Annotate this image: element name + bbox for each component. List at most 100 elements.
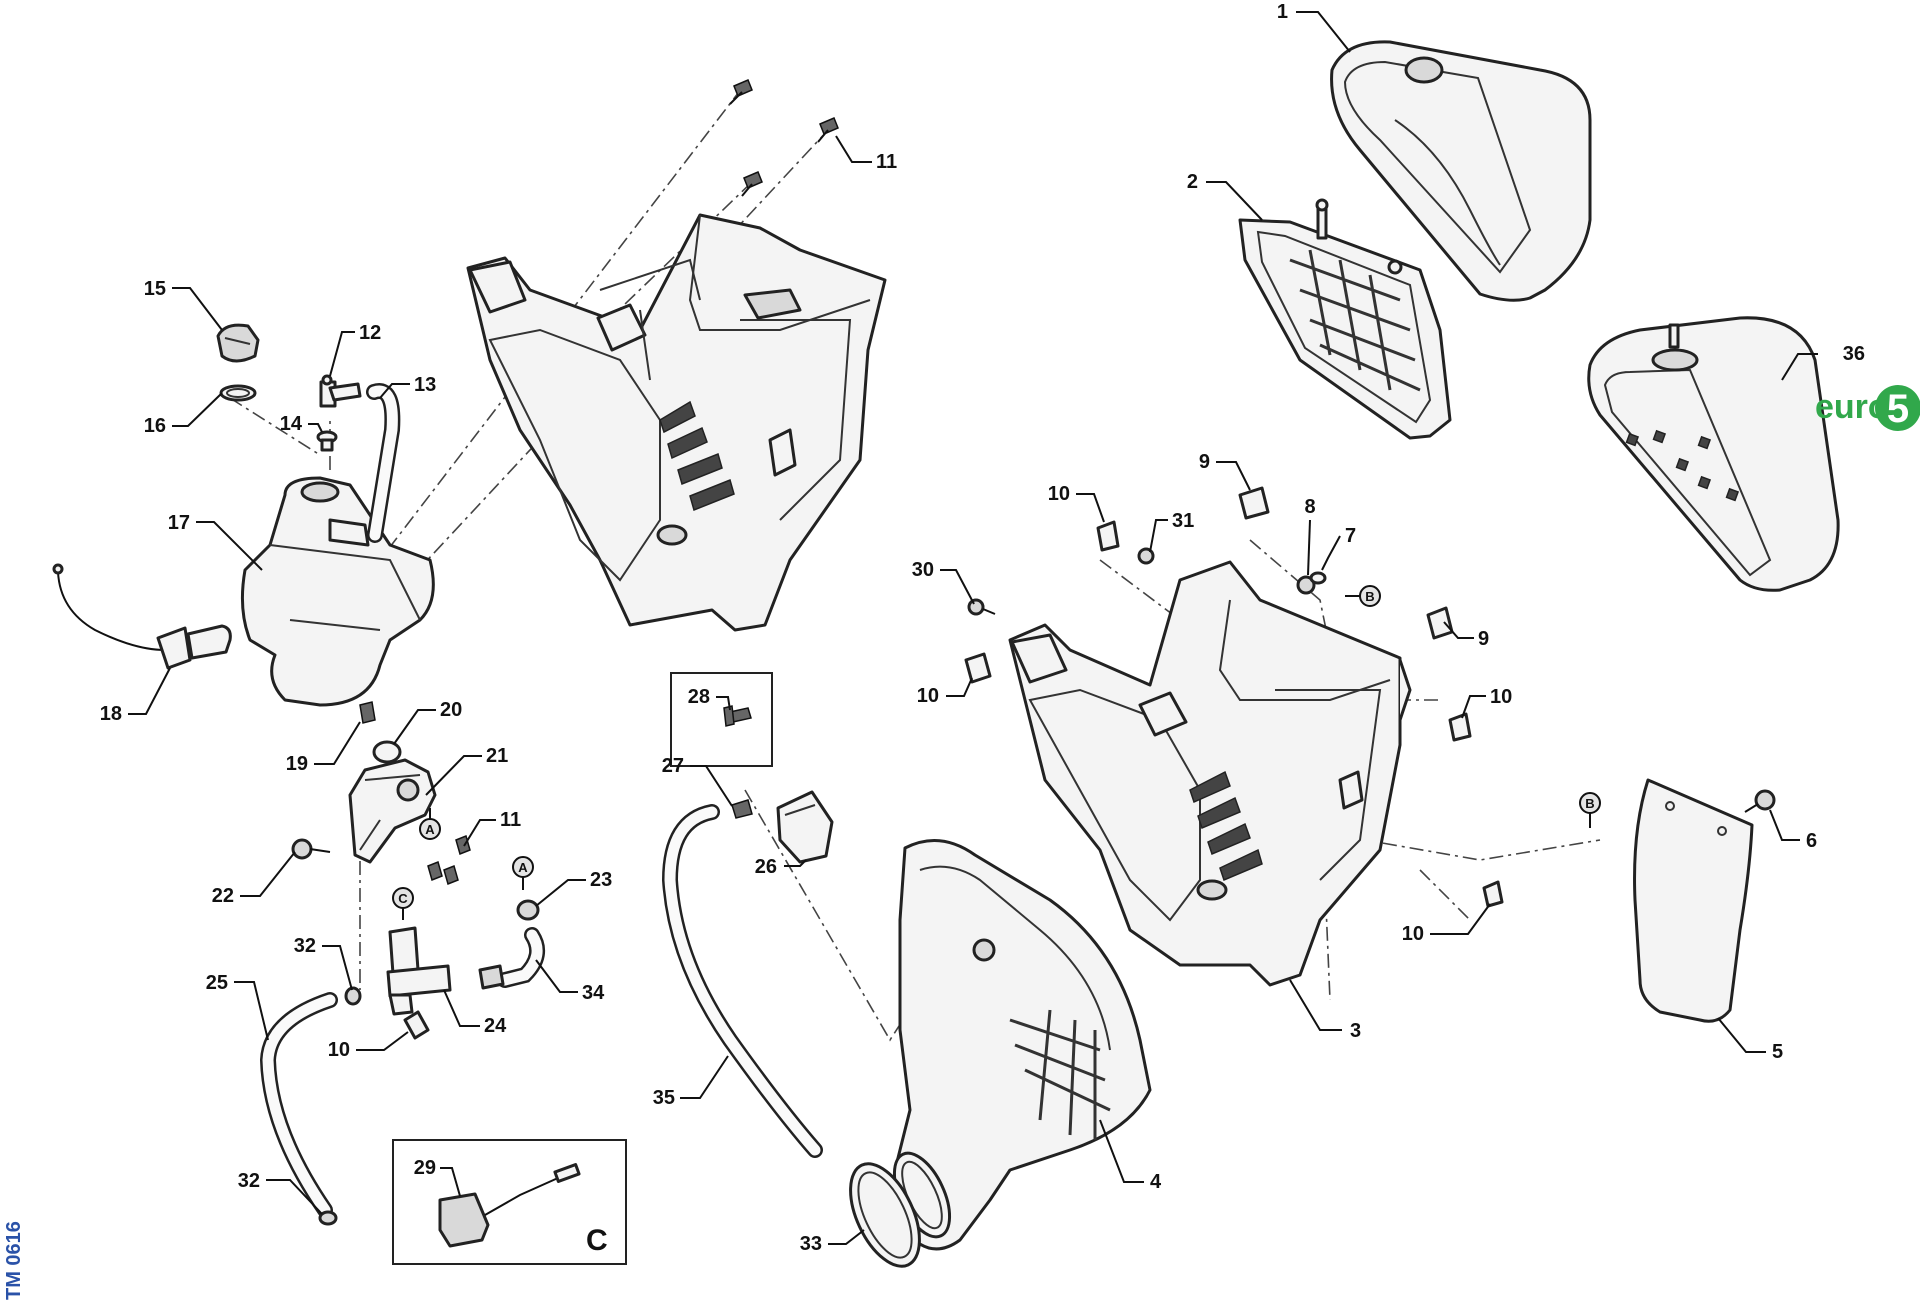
callout-leader (835, 135, 872, 163)
ref-marker-a-1: A (419, 808, 441, 840)
guard-part-5 (1633, 778, 1754, 1023)
callout-leader (128, 667, 171, 715)
callout-number: 35 (653, 1087, 675, 1109)
callout-leader (535, 959, 578, 993)
callout-leader (379, 383, 410, 399)
callout-leader (443, 989, 480, 1027)
callout-leader (172, 392, 223, 427)
callout-number: 33 (800, 1233, 822, 1255)
callout-leader (716, 696, 731, 711)
callout-leader (308, 423, 323, 433)
washer-part-7 (1309, 571, 1327, 585)
callout-leader (425, 755, 482, 796)
callout-number: 11 (500, 809, 521, 831)
ref-marker-c: C (392, 887, 414, 920)
callout-number: 16 (144, 415, 166, 437)
callout-leader (440, 1167, 461, 1197)
callout-number: 9 (1478, 628, 1489, 650)
clip-part-9-upper (1238, 486, 1270, 520)
o-ring-part-16 (219, 384, 257, 402)
callout-leader (240, 851, 296, 897)
callout-leader (196, 521, 263, 571)
airbox-housing-part-3 (1008, 560, 1412, 987)
callout-leader (1769, 809, 1800, 841)
callout-number: 4 (1150, 1171, 1162, 1193)
callout-number: 2 (1187, 171, 1198, 193)
callout-leader (393, 709, 436, 745)
ref-marker-a-2: A (512, 856, 534, 890)
hose-part-25 (259, 992, 338, 1218)
callout-number: 12 (359, 322, 381, 344)
clip-part-10-a (1096, 520, 1120, 552)
callout-leader (940, 569, 975, 605)
callout-number: 8 (1304, 496, 1315, 518)
ref-marker-b-2: B (1579, 792, 1601, 828)
svg-text:C: C (398, 891, 408, 906)
hose-part-13 (366, 383, 401, 543)
svg-text:5: 5 (1887, 387, 1909, 431)
callout-leader (1099, 1119, 1144, 1183)
callout-number: 3 (1350, 1020, 1361, 1042)
callout-leader (172, 287, 223, 331)
callout-leader (234, 981, 269, 1041)
callout-leader (690, 765, 733, 807)
callout-leader (1216, 461, 1251, 491)
o-ring-part-20 (372, 740, 402, 764)
callout-number: 14 (280, 413, 303, 435)
nut-part-8 (1296, 575, 1316, 595)
callout-number: 1 (1277, 1, 1288, 23)
callout-number: 30 (912, 559, 934, 581)
callout-number: 10 (917, 685, 939, 707)
callout-leader (356, 1031, 409, 1051)
callout-leader (266, 1179, 323, 1215)
washer-part-14 (316, 430, 338, 452)
callout-number: 31 (1172, 510, 1194, 532)
detail-box-part-28 (670, 672, 773, 767)
callout-number: 13 (414, 374, 436, 396)
svg-text:A: A (518, 860, 528, 875)
callout-leader (1461, 695, 1486, 719)
callout-leader (1717, 1017, 1766, 1053)
clip-part-10-lower (403, 1010, 430, 1040)
callout-leader (1781, 353, 1818, 381)
clamp-part-32-top (344, 986, 362, 1006)
callout-number: 27 (662, 755, 684, 777)
clip-part-10-c (1448, 712, 1472, 742)
clip-part-10-d (1482, 880, 1504, 908)
callout-number: 18 (100, 703, 122, 725)
inlet-duct-part-4 (892, 838, 1152, 1251)
callout-leader (463, 819, 496, 847)
callout-number: 9 (1199, 451, 1210, 473)
callout-number: 23 (590, 869, 612, 891)
sensor-part-18 (52, 563, 232, 670)
bracket-part-21 (348, 758, 437, 864)
screw-part-27 (731, 799, 753, 819)
callout-number: 17 (168, 512, 190, 534)
callout-leader (784, 859, 807, 867)
callout-leader (322, 945, 353, 991)
callout-leader (1289, 979, 1342, 1031)
hose-part-34 (478, 927, 546, 990)
air-filter-part-36 (1587, 316, 1840, 592)
callout-number: 11 (876, 151, 897, 173)
callout-leader (329, 331, 355, 377)
callout-leader (1076, 493, 1105, 523)
callout-leader (1443, 621, 1474, 639)
callout-number: 6 (1806, 830, 1817, 852)
callout-leader (535, 879, 586, 907)
ref-marker-b-1: B (1345, 585, 1381, 607)
module-part-26 (776, 790, 834, 864)
screw-part-11-lower (427, 834, 471, 886)
callout-number: 7 (1345, 525, 1356, 547)
oil-tank-part-17 (240, 476, 435, 707)
euro-5-badge: euro 5 (1815, 385, 1920, 431)
callout-leader (1296, 11, 1351, 53)
callout-number: 29 (414, 1157, 436, 1179)
svg-text:A: A (425, 822, 435, 837)
callout-leader (1321, 535, 1341, 571)
callout-number: 36 (1843, 343, 1865, 365)
screw-part-30 (967, 598, 996, 616)
callout-leader (680, 1055, 729, 1099)
